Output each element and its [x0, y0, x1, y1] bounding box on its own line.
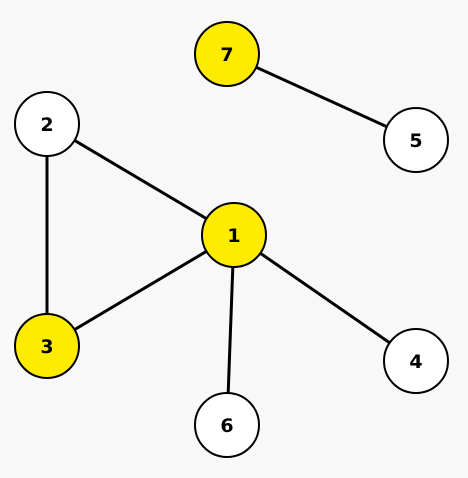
- node-label-6: 6: [220, 415, 233, 437]
- node-3: 3: [14, 313, 80, 379]
- node-circle-6: [194, 392, 260, 458]
- edge-2-1: [45, 122, 236, 237]
- node-2: 2: [14, 91, 80, 157]
- edge-3-1: [45, 233, 236, 348]
- nodes-layer: 1 2 3 4 5 6 7: [14, 21, 449, 458]
- node-circle-3: [14, 313, 80, 379]
- node-circle-5: [383, 107, 449, 173]
- node-circle-1: [201, 202, 267, 268]
- node-label-3: 3: [40, 336, 53, 358]
- node-label-4: 4: [409, 351, 422, 373]
- node-label-5: 5: [409, 130, 422, 152]
- node-5: 5: [383, 107, 449, 173]
- node-7: 7: [194, 21, 260, 87]
- edge-1-4: [232, 233, 418, 363]
- node-circle-2: [14, 91, 80, 157]
- node-label-7: 7: [220, 44, 233, 66]
- node-circle-7: [194, 21, 260, 87]
- node-6: 6: [194, 392, 260, 458]
- edge-7-5: [225, 52, 418, 142]
- node-circle-4: [383, 328, 449, 394]
- node-label-1: 1: [227, 225, 240, 247]
- node-4: 4: [383, 328, 449, 394]
- node-1: 1: [201, 202, 267, 268]
- node-label-2: 2: [40, 114, 53, 136]
